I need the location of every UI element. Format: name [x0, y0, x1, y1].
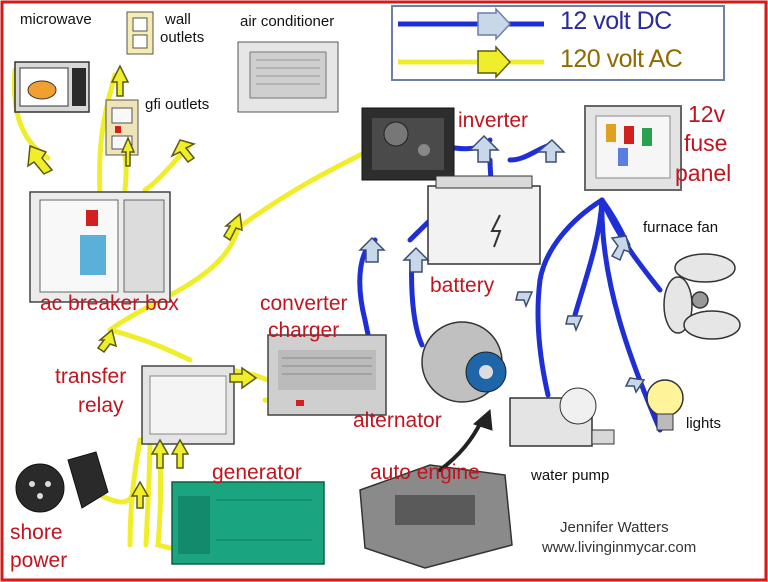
furnace-fan-label: furnace fan	[643, 219, 719, 236]
dc-arrows	[358, 134, 646, 394]
engine-arrow	[438, 408, 493, 472]
legend-dc-label: 12 volt DC	[560, 7, 672, 35]
shore-power-label-line1: shore	[10, 521, 63, 544]
breaker-box-drawing	[29, 191, 171, 303]
water-pump-label: water pump	[531, 467, 610, 484]
gfi-outlet-drawing	[105, 99, 139, 156]
website-credit: www.livinginmycar.com	[542, 539, 697, 556]
author-credit: Jennifer Watters	[560, 519, 669, 536]
wall-outlet-drawing	[126, 11, 154, 55]
auto-engine-drawing	[359, 464, 513, 569]
microwave-label: microwave	[20, 11, 92, 28]
inverter-label: inverter	[458, 109, 529, 132]
ac-arrows	[27, 64, 258, 509]
converter-drawing	[267, 334, 387, 416]
water-pump-drawing	[509, 387, 615, 447]
air-conditioner-label: air conditioner	[240, 13, 335, 30]
fuse-panel-label-line2: fuse	[684, 130, 728, 156]
generator-label: generator	[212, 461, 302, 484]
inverter-drawing	[361, 107, 455, 181]
transfer-relay-drawing	[141, 365, 235, 445]
lights-label: lights	[686, 415, 722, 432]
alternator-drawing	[421, 321, 507, 403]
wall-outlets-label-line1: wall	[165, 11, 191, 28]
alternator-label: alternator	[353, 409, 442, 432]
gfi-outlets-label: gfi outlets	[145, 96, 210, 113]
fuse-panel-drawing	[584, 105, 682, 191]
transfer-relay-label-line2: relay	[78, 394, 124, 417]
transfer-relay-label-line1: transfer	[55, 365, 127, 388]
wall-outlets-label-line2: outlets	[160, 29, 205, 46]
battery-drawing	[427, 175, 541, 265]
shore-power-drawing	[15, 451, 109, 513]
converter-label-line2: charger	[268, 319, 340, 342]
furnace-fan-drawing	[663, 253, 741, 340]
converter-label-line1: converter	[260, 292, 348, 315]
lights-drawing	[646, 379, 684, 431]
auto-engine-label: auto engine	[370, 461, 480, 484]
shore-power-label-line2: power	[10, 549, 68, 572]
generator-drawing	[171, 481, 325, 565]
air-conditioner-drawing	[237, 41, 339, 113]
fuse-panel-label-line3: panel	[675, 160, 732, 186]
legend-ac-label: 120 volt AC	[560, 45, 683, 73]
microwave-drawing	[14, 61, 90, 113]
ac-breaker-box-label: ac breaker box	[40, 292, 179, 315]
fuse-panel-label-line1: 12v	[688, 101, 726, 127]
battery-label: battery	[430, 274, 495, 297]
legend-box	[391, 5, 725, 81]
